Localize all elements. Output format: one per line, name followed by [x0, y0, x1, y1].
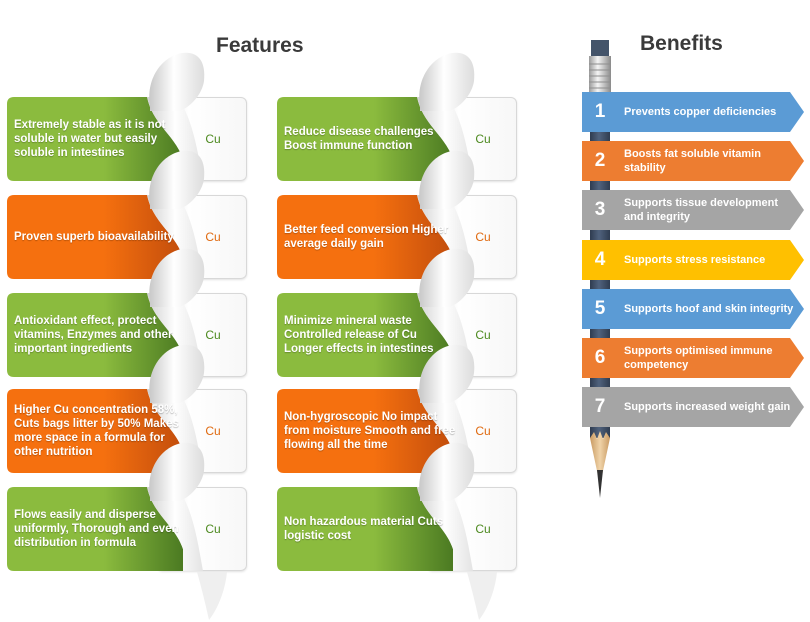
feature-text: Higher Cu concentration 58%, Cuts bags l… — [14, 404, 179, 458]
feature-text: Better feed conversion Higher average da… — [284, 224, 449, 250]
benefit-item: 4 Supports stress resistance — [582, 240, 804, 280]
feature-card-front: Antioxidant effect, protect vitamins, En… — [7, 293, 203, 377]
feature-card-front: Non-hygroscopic No impact from moisture … — [277, 389, 473, 473]
feature-element-label: Cu — [205, 328, 221, 342]
benefit-text: Boosts fat soluble vitamin stability — [624, 148, 761, 174]
feature-card: Cu Non hazardous material Cuts logistic … — [277, 487, 517, 571]
benefit-arrow-shape — [582, 289, 804, 329]
feature-card: Cu Antioxidant effect, protect vitamins,… — [7, 293, 247, 377]
benefit-item: 3 Supports tissue development and integr… — [582, 190, 804, 230]
benefit-arrow-shape — [582, 338, 804, 378]
feature-card-shape — [7, 487, 203, 571]
benefit-item: 1 Prevents copper deficiencies — [582, 92, 804, 132]
feature-card: Cu Reduce disease challenges Boost immun… — [277, 97, 517, 181]
benefit-number: 1 — [594, 101, 606, 122]
feature-text: Reduce disease challenges Boost immune f… — [284, 126, 434, 152]
feature-card-front: Extremely stable as it is not soluble in… — [7, 97, 203, 181]
feature-element-label: Cu — [475, 522, 491, 536]
benefit-text: Prevents copper deficiencies — [624, 106, 777, 118]
feature-element-label: Cu — [475, 424, 491, 438]
pencil-eraser — [591, 40, 609, 56]
benefit-item: 6 Supports optimised immune competency — [582, 338, 804, 378]
feature-card-front: Non hazardous material Cuts logistic cos… — [277, 487, 473, 571]
feature-card-front: Minimize mineral waste Controlled releas… — [277, 293, 473, 377]
benefit-arrow-shape — [582, 240, 804, 280]
feature-card: Cu Minimize mineral waste Controlled rel… — [277, 293, 517, 377]
benefit-number: 4 — [594, 249, 606, 270]
feature-card: Cu Higher Cu concentration 58%, Cuts bag… — [7, 389, 247, 473]
benefit-number: 3 — [594, 199, 606, 220]
feature-element-label: Cu — [475, 230, 491, 244]
features-title: Features — [216, 34, 304, 57]
feature-card-shape — [277, 487, 473, 571]
feature-text: Non-hygroscopic No impact from moisture … — [284, 411, 456, 451]
feature-element-label: Cu — [475, 132, 491, 146]
benefit-number: 6 — [594, 347, 606, 368]
feature-text: Proven superb bioavailability — [14, 231, 174, 243]
page-curl-shadow — [467, 572, 497, 620]
feature-element-label: Cu — [475, 328, 491, 342]
feature-element-label: Cu — [205, 522, 221, 536]
benefit-text: Supports increased weight gain — [624, 401, 791, 413]
benefit-arrow-shape — [582, 141, 804, 181]
feature-card-front: Proven superb bioavailability — [7, 195, 203, 279]
benefit-item: 5 Supports hoof and skin integrity — [582, 289, 804, 329]
feature-card: Cu Extremely stable as it is not soluble… — [7, 97, 247, 181]
pencil-tip-wood — [590, 431, 610, 485]
benefit-number: 5 — [594, 298, 606, 319]
benefit-number: 7 — [594, 396, 606, 417]
feature-text: Non hazardous material Cuts logistic cos… — [284, 516, 444, 542]
benefits-title: Benefits — [640, 32, 723, 55]
benefit-arrow-shape — [582, 190, 804, 230]
feature-card-front: Better feed conversion Higher average da… — [277, 195, 473, 279]
feature-card: Cu Flows easily and disperse uniformly, … — [7, 487, 247, 571]
feature-card-front: Higher Cu concentration 58%, Cuts bags l… — [7, 389, 203, 473]
feature-element-label: Cu — [205, 132, 221, 146]
feature-card: Cu Proven superb bioavailability — [7, 195, 247, 279]
benefit-arrow-shape — [582, 387, 804, 427]
page-curl-shadow — [197, 572, 227, 620]
feature-text: Extremely stable as it is not soluble in… — [14, 119, 166, 159]
feature-element-label: Cu — [205, 230, 221, 244]
feature-text: Flows easily and disperse uniformly, Tho… — [14, 509, 179, 549]
benefit-number: 2 — [594, 150, 606, 171]
benefit-text: Supports optimised immune competency — [624, 345, 773, 371]
feature-card: Cu Better feed conversion Higher average… — [277, 195, 517, 279]
pencil-lead — [597, 470, 603, 498]
feature-card: Cu Non-hygroscopic No impact from moistu… — [277, 389, 517, 473]
benefit-item: 7 Supports increased weight gain — [582, 387, 804, 427]
feature-text: Minimize mineral waste Controlled releas… — [284, 315, 434, 355]
benefit-text: Supports tissue development and integrit… — [624, 197, 779, 223]
benefit-arrow-shape — [582, 92, 804, 132]
benefit-text: Supports hoof and skin integrity — [624, 303, 794, 315]
benefit-item: 2 Boosts fat soluble vitamin stability — [582, 141, 804, 181]
feature-text: Antioxidant effect, protect vitamins, En… — [14, 315, 173, 355]
feature-card-front: Flows easily and disperse uniformly, Tho… — [7, 487, 203, 571]
feature-element-label: Cu — [205, 424, 221, 438]
benefit-text: Supports stress resistance — [624, 254, 766, 266]
feature-card-front: Reduce disease challenges Boost immune f… — [277, 97, 473, 181]
